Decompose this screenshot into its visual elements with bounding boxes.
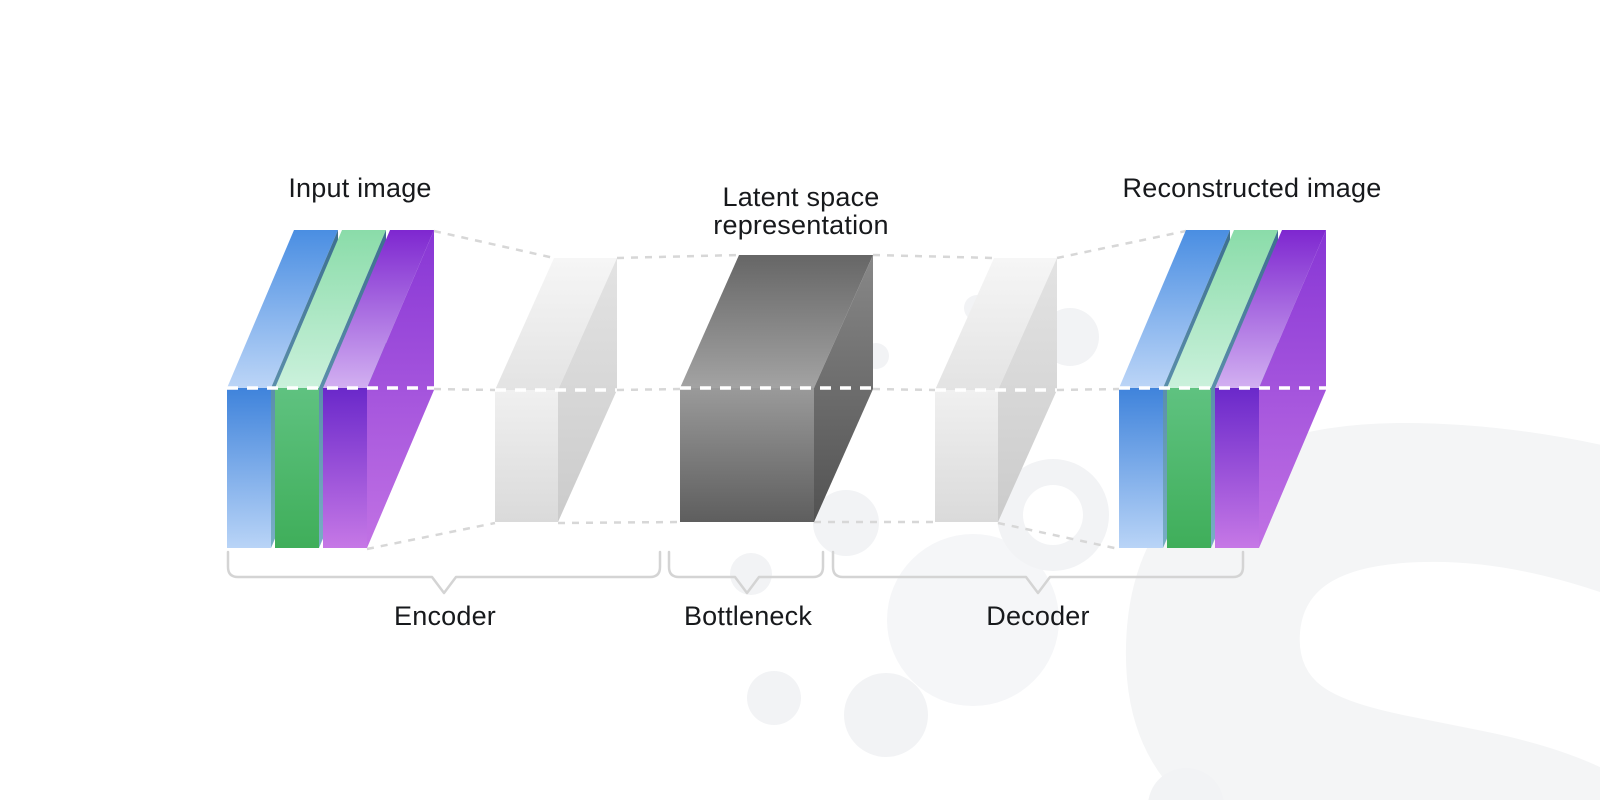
watermark-ring-hole xyxy=(1023,485,1083,545)
bottleneck-bracket xyxy=(667,550,825,595)
connector-bottom-input-encoder xyxy=(366,521,496,551)
input-blue-layer-top xyxy=(227,230,338,388)
input-purple-layer-side xyxy=(367,230,434,548)
latent-space-label-line2: representation xyxy=(713,210,888,240)
output-purple-layer-front xyxy=(1215,388,1259,548)
bottleneck-label: Bottleneck xyxy=(684,601,812,631)
output-green-layer-top xyxy=(1167,230,1278,388)
bottleneck-cube xyxy=(680,255,873,522)
output-purple-layer-side xyxy=(1259,230,1326,548)
reconstructed-image-label: Reconstructed image xyxy=(1123,173,1382,203)
decoder-hidden-layer xyxy=(935,258,1057,522)
encoder-layer-top xyxy=(495,258,617,390)
input-image-label: Input image xyxy=(288,173,431,203)
stage-connector-lines xyxy=(366,229,1187,551)
encoder-label: Encoder xyxy=(394,601,496,631)
connector-top-input-encoder xyxy=(433,229,555,260)
connector-mid-encoder-bottleneck xyxy=(616,387,681,392)
watermark-dot xyxy=(1148,768,1224,800)
output-purple-layer-top xyxy=(1215,230,1326,388)
bottleneck-cube-top xyxy=(680,255,873,388)
output-blue-layer-front xyxy=(1119,388,1163,548)
connector-mid-bottleneck-decoder xyxy=(872,387,936,392)
encoder-layer-front xyxy=(495,390,558,522)
input-image-stack xyxy=(227,230,434,548)
reconstructed-image-stack xyxy=(1119,230,1326,548)
latent-space-label-line1: Latent space xyxy=(722,182,879,212)
connector-top-encoder-bottleneck xyxy=(616,253,740,260)
output-blue-layer-top xyxy=(1119,230,1230,388)
input-green-layer-top xyxy=(275,230,386,388)
encoder-hidden-layer xyxy=(495,258,617,522)
watermark-dot xyxy=(844,673,928,757)
input-purple-layer-front xyxy=(323,388,367,548)
decoder-bracket xyxy=(831,550,1245,595)
output-green-layer-front xyxy=(1167,388,1211,548)
input-purple-layer-top xyxy=(323,230,434,388)
input-green-layer-front xyxy=(275,388,319,548)
connector-top-bottleneck-decoder xyxy=(872,253,995,260)
decoder-layer-side xyxy=(998,258,1057,522)
input-blue-layer-front xyxy=(227,388,271,548)
decoder-layer-top xyxy=(935,258,1057,390)
connector-bottom-encoder-bottleneck xyxy=(557,520,681,525)
decoder-label: Decoder xyxy=(986,601,1089,631)
decoder-layer-front xyxy=(935,390,998,522)
watermark-dot xyxy=(747,671,801,725)
connector-mid-input-encoder xyxy=(433,387,496,392)
encoder-bracket xyxy=(226,550,662,595)
connector-bottom-decoder-output xyxy=(997,521,1120,551)
stage-brackets xyxy=(226,550,1245,595)
encoder-layer-side xyxy=(558,258,617,522)
bottleneck-cube-front xyxy=(680,388,814,522)
connector-mid-decoder-output xyxy=(1056,387,1120,392)
